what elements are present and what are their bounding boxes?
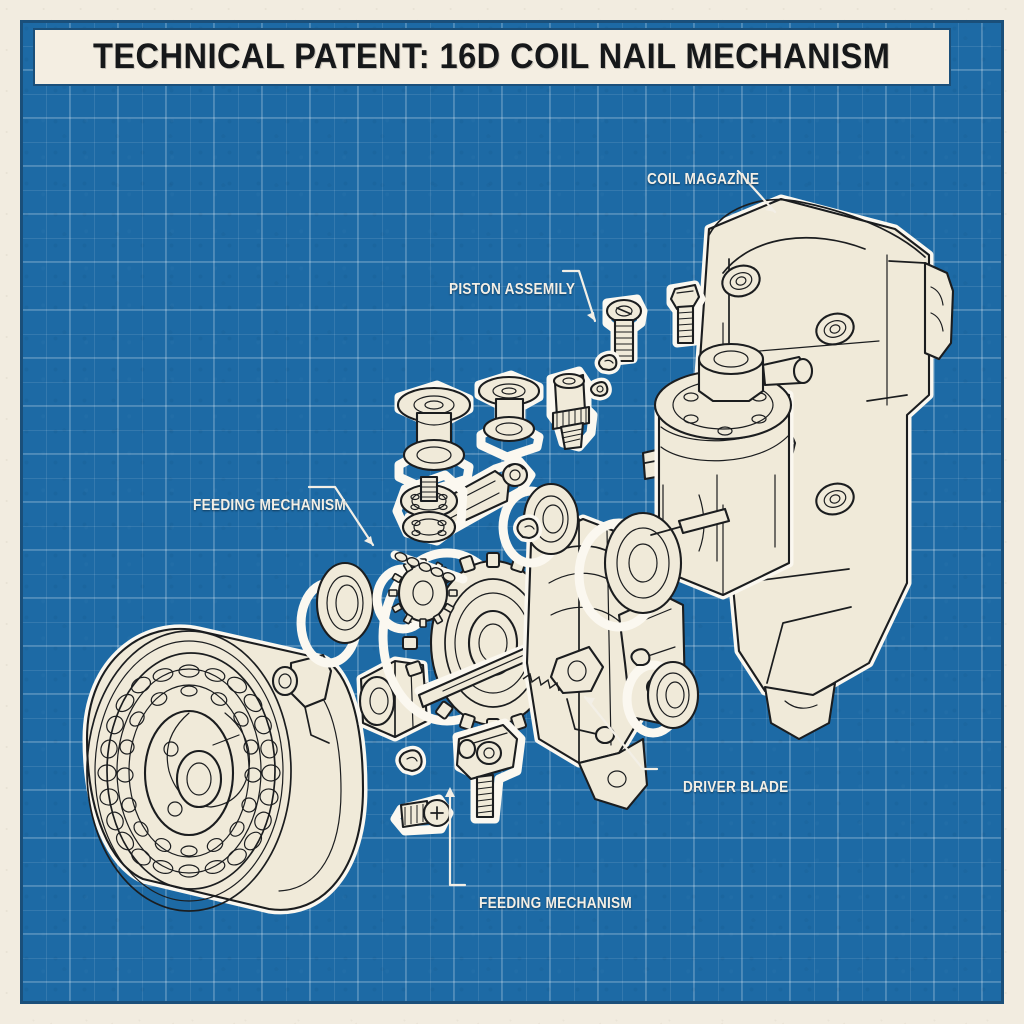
part-spool-small <box>474 370 544 462</box>
page-title: TECHNICAL PATENT: 16D COIL NAIL MECHANIS… <box>93 37 891 76</box>
part-rear-pulley <box>574 507 731 632</box>
leader-coil-magazine <box>736 169 777 214</box>
leader-piston-assembly <box>561 269 597 323</box>
leader-feeding-bottom <box>445 787 467 887</box>
callout-feeding-mechanism-left: FEEDING MECHANISM <box>193 497 347 514</box>
part-hex-bolt <box>666 280 706 348</box>
pinion-gear <box>372 558 458 634</box>
part-piston-bolt <box>602 294 648 366</box>
part-driver-blade-ring <box>622 648 700 738</box>
part-knurled-pin <box>546 366 598 452</box>
part-phillips-screw <box>390 794 454 836</box>
part-clip-small <box>395 745 427 776</box>
nail-coil-loops <box>97 664 281 878</box>
part-feed-block-bottom <box>452 718 526 824</box>
part-small-fasteners <box>586 350 621 401</box>
leader-lines <box>307 169 777 887</box>
blueprint-field: .pt{fill:#f0ead9;stroke:#1b1d1f;stroke-w… <box>20 20 1004 1004</box>
part-feed-chain <box>390 550 468 584</box>
housing-bolt-bosses <box>721 264 855 516</box>
part-feed-pawl <box>392 470 468 546</box>
part-bearing-ring-left <box>296 561 375 668</box>
part-motor-barrel <box>653 342 814 600</box>
callout-driver-blade: DRIVER BLADE <box>683 779 789 796</box>
leader-driver-blade <box>583 695 659 771</box>
leader-feeding-left <box>307 485 375 547</box>
part-coil-magazine-drum <box>82 624 368 915</box>
part-spool-large <box>394 380 474 496</box>
part-retainer-clip <box>513 514 543 543</box>
callout-piston-assembly: PISTON ASSEMILY <box>449 281 576 298</box>
exploded-diagram: .pt{fill:#f0ead9;stroke:#1b1d1f;stroke-w… <box>82 169 955 915</box>
title-banner: TECHNICAL PATENT: 16D COIL NAIL MECHANIS… <box>33 28 951 86</box>
callout-coil-magazine: COIL MAGAZINE <box>647 171 760 188</box>
callout-feeding-mechanism-bottom: FEEDING MECHANISM <box>479 895 633 912</box>
